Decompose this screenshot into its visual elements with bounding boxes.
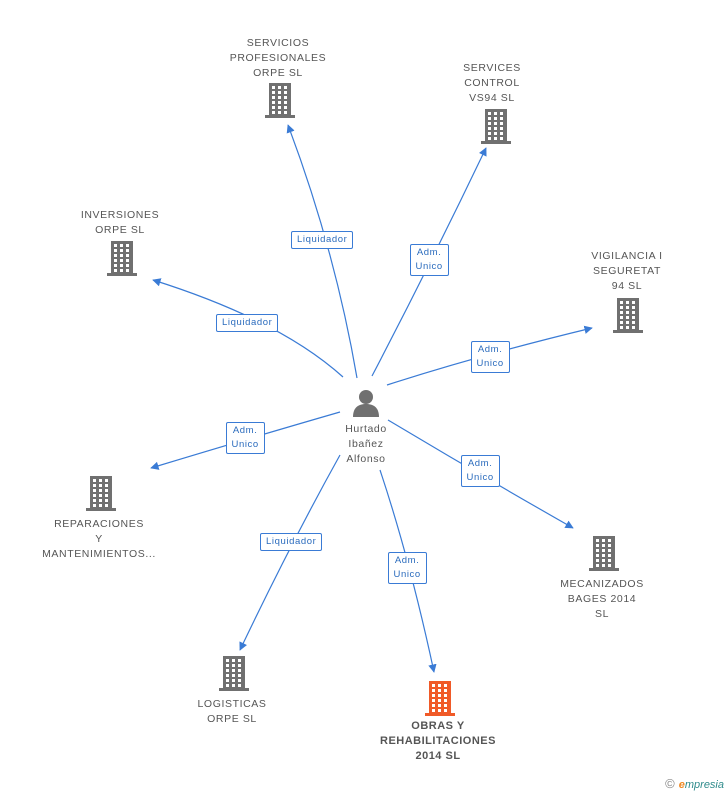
company-node-vigilancia[interactable] [612,297,644,338]
company-node-servicios[interactable] [264,82,296,123]
relation-label-mecanizados[interactable]: Adm. Unico [460,455,500,487]
company-name-logisticas[interactable]: LOGISTICAS ORPE SL [197,698,267,725]
brand-name: mpresia [684,779,724,791]
relation-label-services_control[interactable]: Adm. Unico [409,244,449,276]
relation-label-vigilancia[interactable]: Adm. Unico [470,341,510,373]
company-node-reparaciones[interactable] [85,475,117,516]
copyright-credit: ©empresia [665,776,724,791]
company-name-mecanizados[interactable]: MECANIZADOS BAGES 2014 SL [560,578,644,620]
company-name-vigilancia[interactable]: VIGILANCIA I SEGURETAT 94 SL [591,250,663,292]
company-node-services_control[interactable] [480,108,512,149]
relation-label-logisticas[interactable]: Liquidador [260,533,323,551]
building-icon [425,681,455,716]
edge-logisticas [239,454,341,651]
relation-label-servicios[interactable]: Liquidador [291,231,354,249]
person-node[interactable] [351,388,381,423]
company-name-reparaciones[interactable]: REPARACIONES Y MANTENIMIENTOS... [42,518,156,560]
building-icon [219,656,249,691]
company-node-inversiones[interactable] [106,240,138,281]
company-name-services_control[interactable]: SERVICES CONTROL VS94 SL [463,62,521,104]
building-icon [107,241,137,276]
copyright-symbol: © [665,776,675,791]
relation-label-obras[interactable]: Adm. Unico [387,552,427,584]
person-name: Hurtado Ibañez Alfonso [345,423,387,465]
company-node-mecanizados[interactable] [588,535,620,576]
building-icon [589,536,619,571]
company-node-obras[interactable] [424,680,456,721]
company-name-inversiones[interactable]: INVERSIONES ORPE SL [80,209,160,236]
building-icon [86,476,116,511]
company-node-logisticas[interactable] [218,655,250,696]
company-name-servicios[interactable]: SERVICIOS PROFESIONALES ORPE SL [229,37,327,79]
building-icon [481,109,511,144]
company-name-obras[interactable]: OBRAS Y REHABILITACIONES 2014 SL [380,720,496,762]
brand-initial: e [678,779,685,791]
building-icon [613,298,643,333]
relation-label-reparaciones[interactable]: Adm. Unico [225,422,265,454]
edge-servicios [286,124,358,379]
person-icon [353,390,379,417]
building-icon [265,83,295,118]
relation-label-inversiones[interactable]: Liquidador [216,314,279,332]
